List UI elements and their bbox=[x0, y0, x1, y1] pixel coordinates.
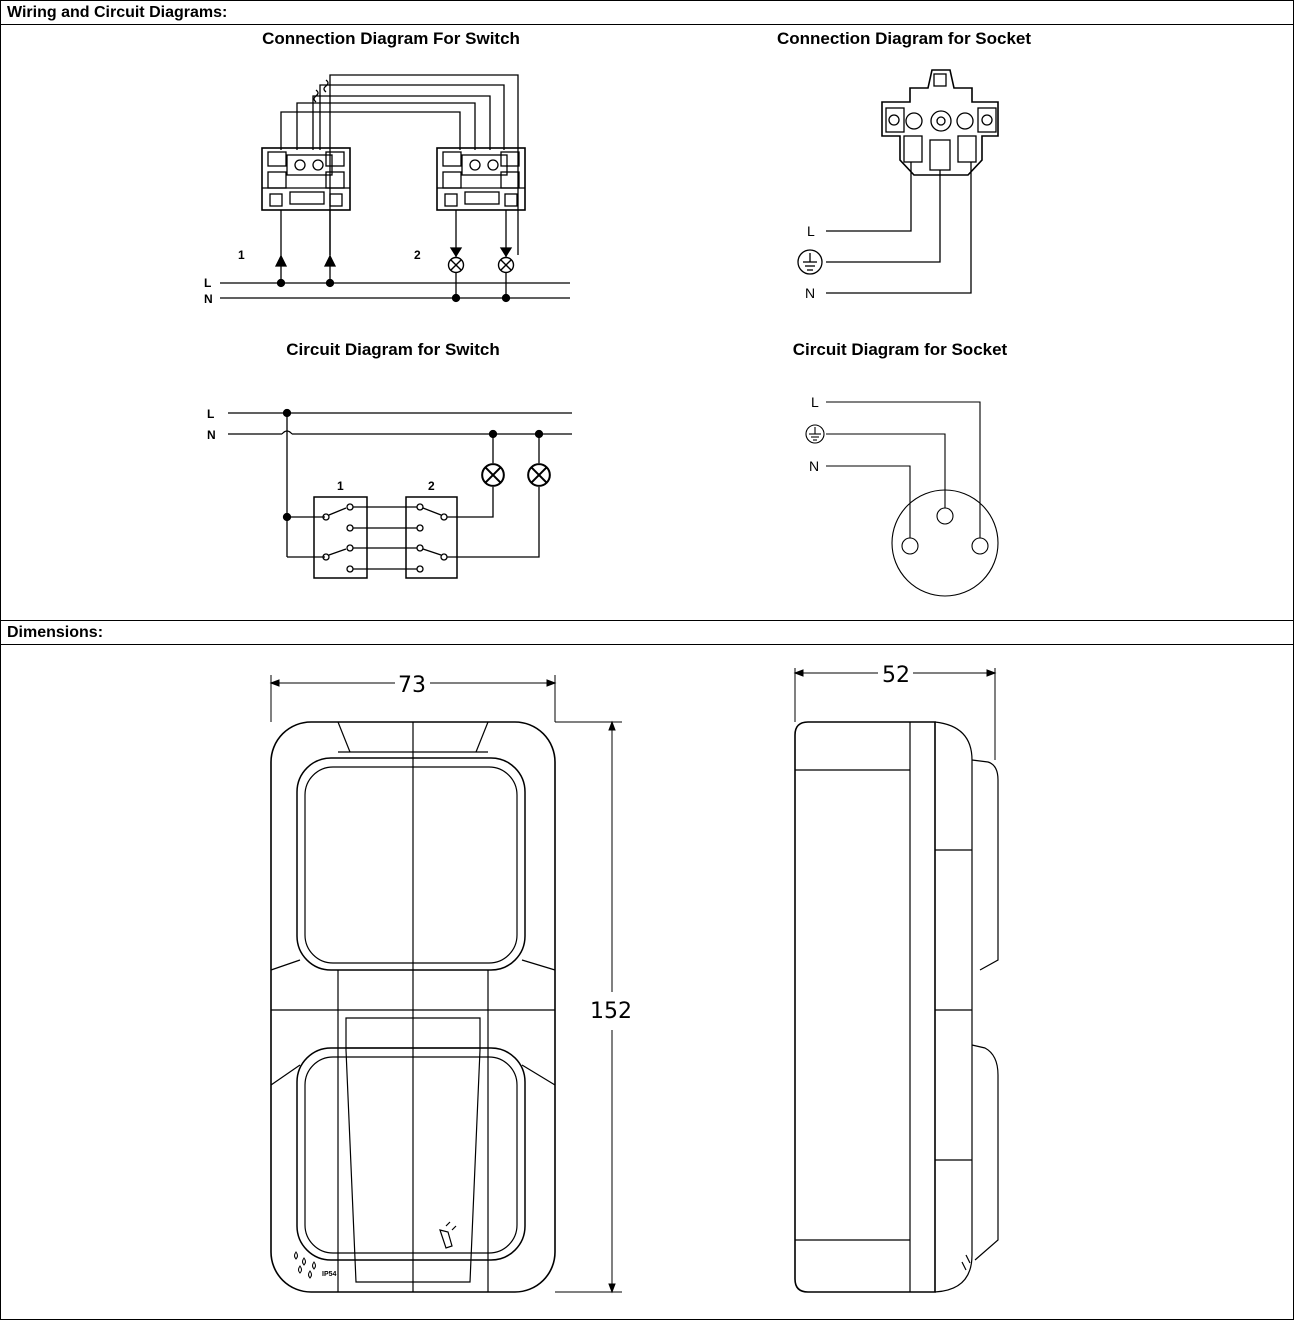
circuit-socket-line-label: L bbox=[811, 394, 819, 410]
height-dimension bbox=[555, 720, 622, 1294]
title-connection-switch: Connection Diagram For Switch bbox=[262, 29, 520, 48]
switch-module-2 bbox=[436, 147, 526, 211]
connection-socket-diagram bbox=[797, 69, 999, 294]
depth-value: 52 bbox=[882, 663, 910, 688]
lamp-icon bbox=[447, 256, 465, 274]
socket-neutral-label: N bbox=[805, 285, 815, 301]
circuit-line-label: L bbox=[207, 407, 214, 421]
circuit-neutral-label: N bbox=[207, 428, 216, 442]
front-view-drawing bbox=[270, 721, 556, 1293]
neutral-label: N bbox=[204, 292, 213, 306]
ip-rating-label: IP54 bbox=[322, 1271, 337, 1278]
circuit-switch-label-1: 1 bbox=[337, 479, 344, 493]
water-drops-icon bbox=[294, 1251, 316, 1279]
switch-label-1: 1 bbox=[238, 248, 245, 262]
lamp-icon bbox=[527, 463, 551, 487]
section-header-dimensions: Dimensions: bbox=[1, 621, 1293, 645]
line-label: L bbox=[204, 276, 211, 290]
title-circuit-socket: Circuit Diagram for Socket bbox=[792, 340, 1008, 359]
circuit-switch-label-2: 2 bbox=[428, 479, 435, 493]
lamp-icon bbox=[497, 256, 515, 274]
circuit-switch-diagram bbox=[228, 408, 572, 579]
lamp-icon bbox=[481, 463, 505, 487]
width-value: 73 bbox=[398, 673, 426, 698]
title-connection-socket: Connection Diagram for Socket bbox=[776, 29, 1032, 48]
connection-switch-diagram bbox=[220, 74, 570, 303]
depth-dimension bbox=[793, 668, 997, 760]
section-header-wiring: Wiring and Circuit Diagrams: bbox=[1, 1, 1293, 25]
side-view-drawing bbox=[794, 721, 999, 1293]
width-dimension bbox=[269, 675, 557, 722]
socket-line-label: L bbox=[807, 223, 815, 239]
switch-label-2: 2 bbox=[414, 248, 421, 262]
circuit-socket-neutral-label: N bbox=[809, 458, 819, 474]
height-value: 152 bbox=[590, 999, 632, 1024]
circuit-socket-diagram bbox=[805, 401, 999, 597]
switch-module-1 bbox=[261, 147, 351, 211]
title-circuit-switch: Circuit Diagram for Switch bbox=[286, 340, 500, 359]
section-divider bbox=[0, 620, 1294, 621]
